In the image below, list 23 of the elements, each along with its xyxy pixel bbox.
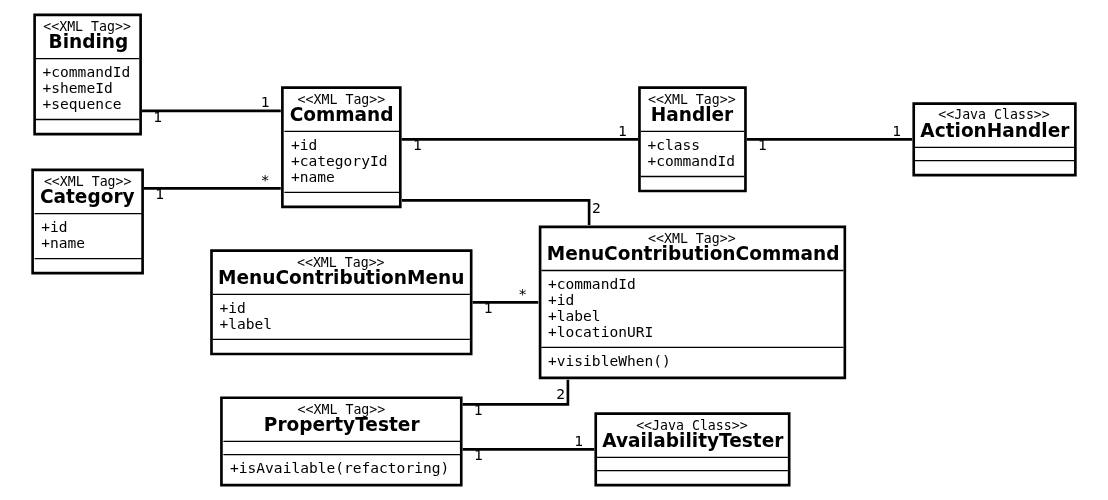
label: 1	[155, 185, 164, 203]
label: *	[260, 170, 270, 188]
connector	[472, 301, 539, 304]
connector	[142, 109, 281, 113]
label: *	[518, 284, 528, 302]
connector	[143, 187, 281, 190]
label: 2	[556, 384, 566, 402]
label: 1	[574, 431, 584, 449]
label: 1	[892, 121, 901, 139]
label: 1	[473, 401, 483, 419]
label: 1	[758, 136, 767, 154]
label: 1	[412, 136, 422, 154]
connector	[746, 138, 913, 141]
label: 1	[153, 107, 163, 125]
connector	[462, 379, 570, 406]
connector	[462, 448, 595, 451]
label: 1	[260, 93, 270, 111]
label: 1	[483, 299, 493, 317]
connector	[401, 199, 591, 225]
label: 1	[618, 121, 627, 139]
label: 1	[473, 446, 483, 464]
connector	[401, 138, 639, 141]
label: 2	[592, 199, 601, 217]
